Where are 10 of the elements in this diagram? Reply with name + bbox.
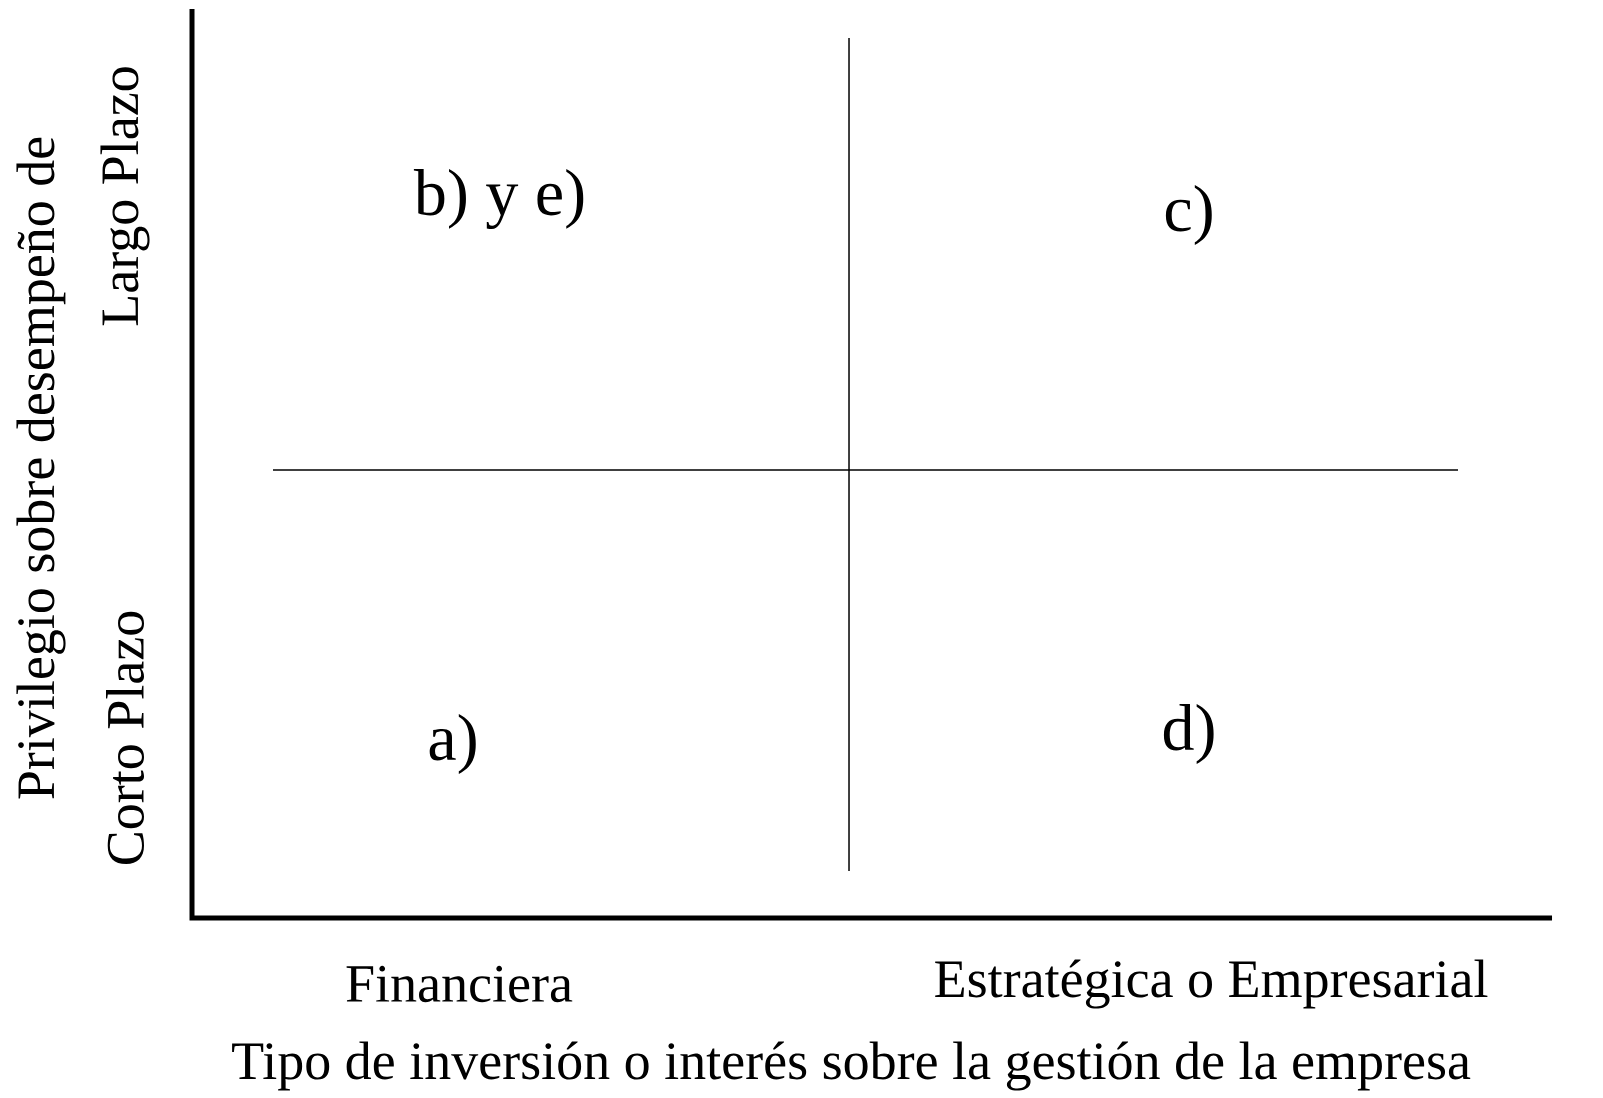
- quadrant-label: d): [1163, 704, 1214, 764]
- axis-label: Privilegio sobre desempeño de: [16, 137, 66, 799]
- axis-label: Estratégica o Empresarial: [935, 959, 1488, 1009]
- quadrant-label: a): [429, 714, 476, 774]
- axis-label: Financiera: [346, 965, 573, 1003]
- axis-label: Corto Plazo: [106, 611, 144, 864]
- quadrant-label: c): [1165, 185, 1212, 245]
- quadrant-label: b) y e): [413, 168, 584, 229]
- axis-title: Tipo de inversión o interés sobre la gestión de la empresa: [232, 1041, 1471, 1091]
- axis-label: Largo Plazo: [100, 67, 150, 326]
